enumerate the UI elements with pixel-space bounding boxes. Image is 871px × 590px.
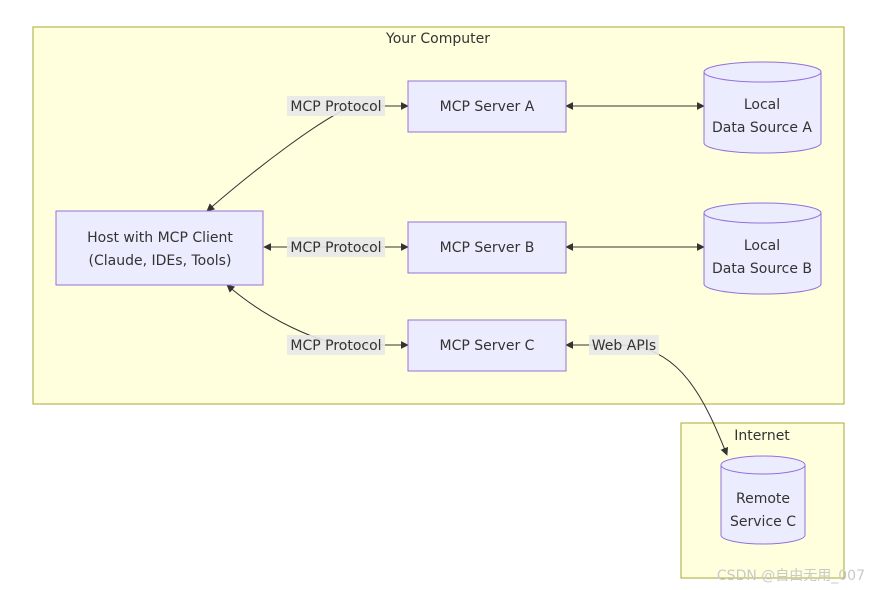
svg-text:MCP Protocol: MCP Protocol [290,338,381,354]
edge-label-protocol-a: MCP Protocol [287,96,385,116]
svg-text:MCP Server C: MCP Server C [440,338,535,354]
mcp-server-b-node: MCP Server B [407,221,567,274]
csdn-watermark: CSDN @自由无用_007 [716,568,865,584]
svg-text:MCP Protocol: MCP Protocol [290,99,381,115]
host-node-line2: (Claude, IDEs, Tools) [89,253,232,269]
svg-text:Remote: Remote [736,491,790,507]
svg-text:Web APIs: Web APIs [592,338,656,354]
mcp-server-c-node: MCP Server C [407,319,567,372]
local-data-source-a-cylinder: Local Data Source A [703,61,822,154]
svg-text:Local: Local [744,238,780,254]
svg-text:Data Source A: Data Source A [712,120,812,136]
svg-text:MCP Server B: MCP Server B [440,240,535,256]
host-node-line1: Host with MCP Client [87,230,233,246]
svg-text:Data Source B: Data Source B [712,261,812,277]
host-node: Host with MCP Client (Claude, IDEs, Tool… [55,210,264,286]
group-internet-label: Internet [734,428,790,444]
svg-text:MCP Protocol: MCP Protocol [290,240,381,256]
svg-text:Local: Local [744,97,780,113]
group-your-computer-label: Your Computer [385,31,490,47]
local-data-source-b-cylinder: Local Data Source B [703,202,822,295]
mcp-server-a-node: MCP Server A [407,80,567,133]
edge-label-protocol-c: MCP Protocol [287,335,385,355]
svg-text:Service C: Service C [730,514,796,530]
svg-text:MCP Server A: MCP Server A [440,99,535,115]
edge-label-web-apis: Web APIs [589,335,659,355]
remote-service-c-cylinder: Remote Service C [720,455,806,545]
edge-label-protocol-b: MCP Protocol [287,237,385,257]
